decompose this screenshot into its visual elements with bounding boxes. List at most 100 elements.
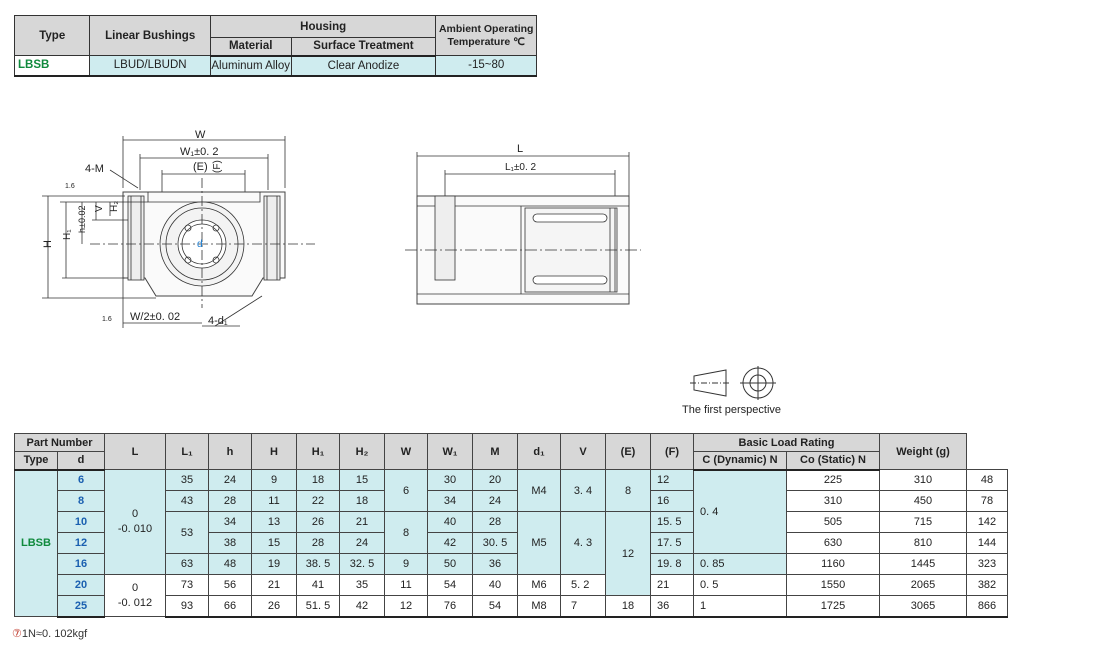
cell-Co: 810 <box>879 532 967 554</box>
cell-H1: 35 <box>339 574 385 596</box>
cell-H1: 42 <box>339 595 385 618</box>
spec-table: Type Linear Bushings Housing Ambient Ope… <box>13 15 537 77</box>
table-row: LBSB 6 0-0. 010 35 24 9 18 15 6 30 20 M4… <box>14 469 1008 617</box>
cell-M-merged: M5 <box>517 511 561 575</box>
perspective-label: The first perspective <box>682 404 782 416</box>
cell-W1: 28 <box>472 511 518 533</box>
cell-E: 15. 5 <box>650 511 694 533</box>
cell-Co: 1445 <box>879 553 967 575</box>
cell-L: 35 <box>165 469 209 491</box>
cell-L: 73 <box>165 574 209 596</box>
cell-W: 42 <box>427 532 473 554</box>
cell-d: 16 <box>57 553 105 575</box>
cell-d1: 7 <box>560 595 606 618</box>
spec-header-surface: Surface Treatment <box>290 37 437 57</box>
label-W1: W₁±0. 2 <box>180 146 218 158</box>
header-M: M <box>472 433 518 470</box>
cell-W: 30 <box>427 469 473 491</box>
cell-C: 630 <box>786 532 880 554</box>
spec-ambient: -15~80 <box>435 55 537 77</box>
cell-H2-merged: 8 <box>384 511 428 554</box>
cell-E: 17. 5 <box>650 532 694 554</box>
cell-E: 12 <box>650 469 694 491</box>
spec-type: LBSB <box>13 55 91 77</box>
cell-H: 18 <box>296 469 340 491</box>
label-d1: 4-d₁ <box>208 315 228 327</box>
cell-H1: 15 <box>339 469 385 491</box>
cell-W1: 30. 5 <box>472 532 518 554</box>
header-W: W <box>384 433 428 470</box>
cell-W1: 54 <box>472 595 518 618</box>
cell-W1: 36 <box>472 553 518 575</box>
cell-H: 22 <box>296 490 340 512</box>
label-rough-bottom: 1.6 <box>102 316 112 323</box>
header-E: (E) <box>605 433 651 470</box>
cell-H: 38. 5 <box>296 553 340 575</box>
cell-F: 1 <box>693 595 787 618</box>
cell-d: 12 <box>57 532 105 554</box>
cell-C: 1550 <box>786 574 880 596</box>
spec-header-housing: Housing <box>209 15 437 38</box>
cell-L1: 34 <box>208 511 252 533</box>
cell-weight: 323 <box>966 553 1008 575</box>
cell-W1: 40 <box>472 574 518 596</box>
cell-H1: 24 <box>339 532 385 554</box>
cell-L1: 56 <box>208 574 252 596</box>
cell-E: 36 <box>650 595 694 618</box>
table-row: 25 93 66 26 51. 5 42 12 76 54 M8 7 18 36… <box>15 595 1008 618</box>
cell-L1: 66 <box>208 595 252 618</box>
cell-h: 15 <box>251 532 297 554</box>
cell-d1-merged: 4. 3 <box>560 511 606 575</box>
label-H: H <box>42 240 54 248</box>
cell-weight: 382 <box>966 574 1008 596</box>
cell-H1: 21 <box>339 511 385 533</box>
cell-H: 51. 5 <box>296 595 340 618</box>
cell-d: 20 <box>57 574 105 596</box>
cell-W: 76 <box>427 595 473 618</box>
tolerance-1-upper: 0 <box>131 508 139 520</box>
cell-H: 28 <box>296 532 340 554</box>
spec-surface: Clear Anodize <box>290 55 437 77</box>
cell-H2: 12 <box>384 595 428 618</box>
cell-C: 1725 <box>786 595 880 618</box>
header-part-number: Part Number <box>14 433 105 452</box>
label-H1: H₁ <box>62 229 73 240</box>
cell-weight: 78 <box>966 490 1008 512</box>
type-cell: LBSB <box>14 469 58 617</box>
spec-header-ambient: Ambient Operating Temperature ℃ <box>435 15 537 56</box>
cell-H1: 18 <box>339 490 385 512</box>
cell-M-merged: M4 <box>517 469 561 512</box>
cell-d1: 5. 2 <box>560 574 606 596</box>
header-H1: H₁ <box>296 433 340 470</box>
cell-L1: 28 <box>208 490 252 512</box>
spec-material: Aluminum Alloy <box>209 55 292 77</box>
cell-V-merged: 8 <box>605 469 651 512</box>
cell-h: 21 <box>251 574 297 596</box>
label-L: L <box>517 143 523 155</box>
tolerance-1: 0 -0. 010 <box>104 469 166 575</box>
cell-d: 8 <box>57 490 105 512</box>
table-row: 8 43 28 11 22 18 34 24 16 310 450 78 <box>15 490 1008 512</box>
label-L1: L₁±0. 2 <box>505 162 537 173</box>
cell-weight: 48 <box>966 469 1008 491</box>
cell-E: 21 <box>650 574 694 596</box>
cell-d1-merged: 3. 4 <box>560 469 606 512</box>
note-marker-icon: ⑦ <box>12 628 22 640</box>
label-W: W <box>195 129 206 141</box>
spec-header-bushings: Linear Bushings <box>89 15 211 56</box>
label-M: 4-M <box>85 163 104 175</box>
cell-W: 54 <box>427 574 473 596</box>
label-rough-top: 1.6 <box>65 183 75 190</box>
note-text: 1N≈0. 102kgf <box>21 628 88 640</box>
header-type: Type <box>14 451 58 471</box>
cell-W: 50 <box>427 553 473 575</box>
header-L1: L₁ <box>165 433 209 470</box>
dimensions-table: Part Number L L₁ h H H₁ H₂ W W₁ M d₁ V (… <box>14 433 1008 618</box>
header-d: d <box>57 451 105 471</box>
header-C: C (Dynamic) N <box>693 451 787 471</box>
cell-C: 310 <box>786 490 880 512</box>
tolerance-1-lower: -0. 010 <box>117 523 153 535</box>
cell-F: 0. 85 <box>693 553 787 575</box>
cell-Co: 2065 <box>879 574 967 596</box>
front-view-drawing: W W₁±0. 2 (E) (F) 4-M 1.6 H₂ V h±0.02 H₁… <box>42 129 315 328</box>
